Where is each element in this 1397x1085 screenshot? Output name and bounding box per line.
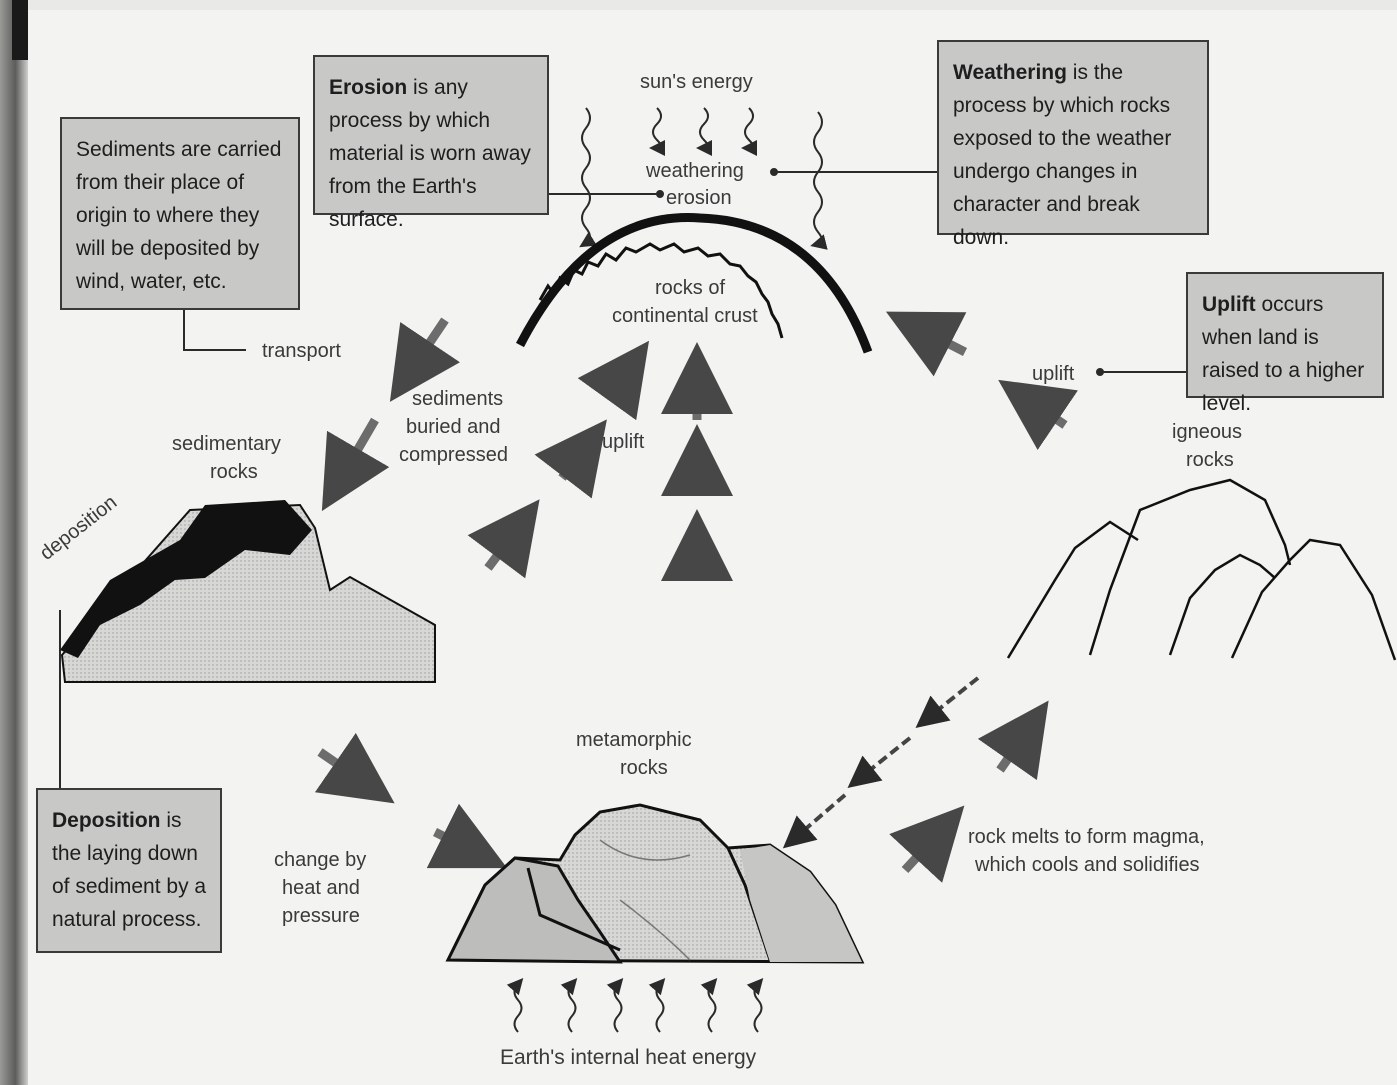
uplift-right-label: uplift: [1032, 363, 1075, 385]
sedimentary-rock: [60, 500, 436, 683]
change-label-line3: pressure: [282, 905, 360, 927]
crust-label-line1: rocks of: [655, 277, 726, 299]
weathering-definition-box: Weathering is the process by which rocks…: [937, 40, 1209, 249]
sedimentary-label-line1: sedimentary: [172, 433, 281, 455]
crust-label-line2: continental crust: [612, 305, 758, 327]
binder-clip: [12, 0, 28, 60]
internal-heat-label: Earth's internal heat energy: [500, 1046, 757, 1069]
sediments-definition-box: Sediments are carried from their place o…: [60, 117, 300, 310]
deposition-definition-box: Deposition is the laying down of sedimen…: [36, 788, 222, 953]
uplift-center-label: uplift: [602, 431, 645, 453]
metamorphic-label-line1: metamorphic: [576, 729, 692, 751]
leader-lines: [59, 168, 1186, 790]
melt-arrows: [782, 676, 980, 849]
metamorphic-label-line2: rocks: [620, 757, 668, 779]
erosion-term: Erosion: [329, 76, 408, 99]
erosion-text: is any process by which material is worn…: [329, 76, 531, 231]
magma-label-line2: which cools and solidifies: [975, 854, 1200, 876]
erosion-label: erosion: [666, 187, 732, 209]
cycle-arrows: [314, 311, 1078, 883]
weathering-term: Weathering: [953, 61, 1067, 84]
sediments-buried-line1: sediments: [412, 388, 504, 410]
sediments-buried-line2: buried and: [406, 416, 501, 438]
deposition-text: is the laying down of sediment by a natu…: [52, 809, 207, 931]
internal-heat-arrows: [506, 977, 764, 1033]
continental-crust-arc: [516, 213, 873, 354]
change-label-line2: heat and: [282, 877, 360, 899]
sediments-text: Sediments are carried from their place o…: [76, 138, 282, 293]
weathering-label: weathering: [646, 160, 744, 182]
uplift-definition-box: Uplift occurs when land is raised to a h…: [1186, 272, 1384, 415]
sun-energy-arrows: [579, 107, 828, 250]
deposition-term: Deposition: [52, 809, 161, 832]
magma-label-line1: rock melts to form magma,: [968, 826, 1205, 848]
igneous-rock: [1006, 478, 1397, 661]
uplift-text: occurs when land is raised to a higher l…: [1202, 293, 1365, 415]
metamorphic-rock: [445, 803, 865, 964]
suns-energy-label: sun's energy: [640, 71, 753, 93]
uplift-term: Uplift: [1202, 293, 1256, 316]
transport-label: transport: [262, 340, 341, 362]
change-label-line1: change by: [274, 849, 367, 871]
igneous-label-line1: igneous: [1172, 421, 1243, 443]
sedimentary-label-line2: rocks: [210, 461, 258, 483]
weathering-text: is the process by which rocks exposed to…: [953, 61, 1172, 249]
sediments-buried-line3: compressed: [399, 444, 508, 466]
transport-leader-line: [183, 308, 246, 351]
binder-edge: [0, 0, 28, 1085]
igneous-label-line2: rocks: [1186, 449, 1234, 471]
erosion-definition-box: Erosion is any process by which material…: [313, 55, 549, 231]
